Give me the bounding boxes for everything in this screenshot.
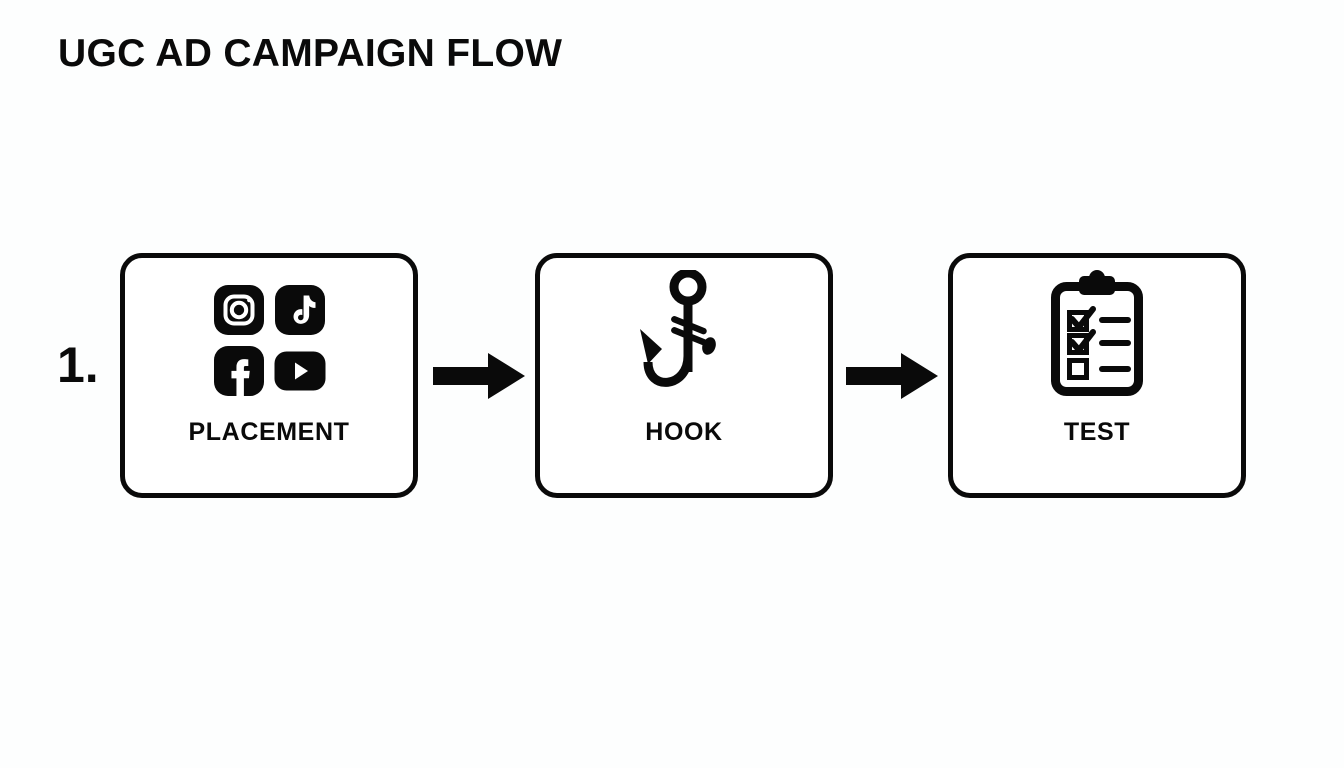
flow-diagram: PLACEMENT	[120, 253, 1246, 498]
arrow-placement-to-hook	[433, 353, 525, 399]
flow-card-label: HOOK	[645, 418, 723, 446]
flow-card-placement[interactable]: PLACEMENT	[120, 253, 418, 498]
clipboard-checklist-icon	[1045, 269, 1149, 407]
flow-card-label: PLACEMENT	[188, 418, 350, 446]
checklist-row-checked-1	[1067, 305, 1131, 332]
tiktok-icon	[274, 284, 326, 336]
facebook-icon	[213, 345, 265, 403]
fish-hook-icon	[636, 268, 732, 407]
arrow-hook-to-test	[846, 353, 938, 399]
checklist-row-checked-2	[1067, 328, 1131, 355]
hook-icon-area	[540, 258, 828, 418]
flow-card-test[interactable]: TEST	[948, 253, 1246, 498]
youtube-icon	[274, 345, 326, 397]
step-number: 1.	[57, 337, 99, 393]
placement-icon-area	[125, 258, 413, 418]
page-title: UGC AD CAMPAIGN FLOW	[58, 32, 563, 75]
test-icon-area	[953, 258, 1241, 418]
social-platforms-grid	[213, 284, 326, 403]
instagram-icon	[213, 284, 265, 336]
flow-card-hook[interactable]: HOOK	[535, 253, 833, 498]
flow-card-label: TEST	[1063, 418, 1131, 446]
checklist-row-unchecked-3	[1067, 357, 1131, 380]
